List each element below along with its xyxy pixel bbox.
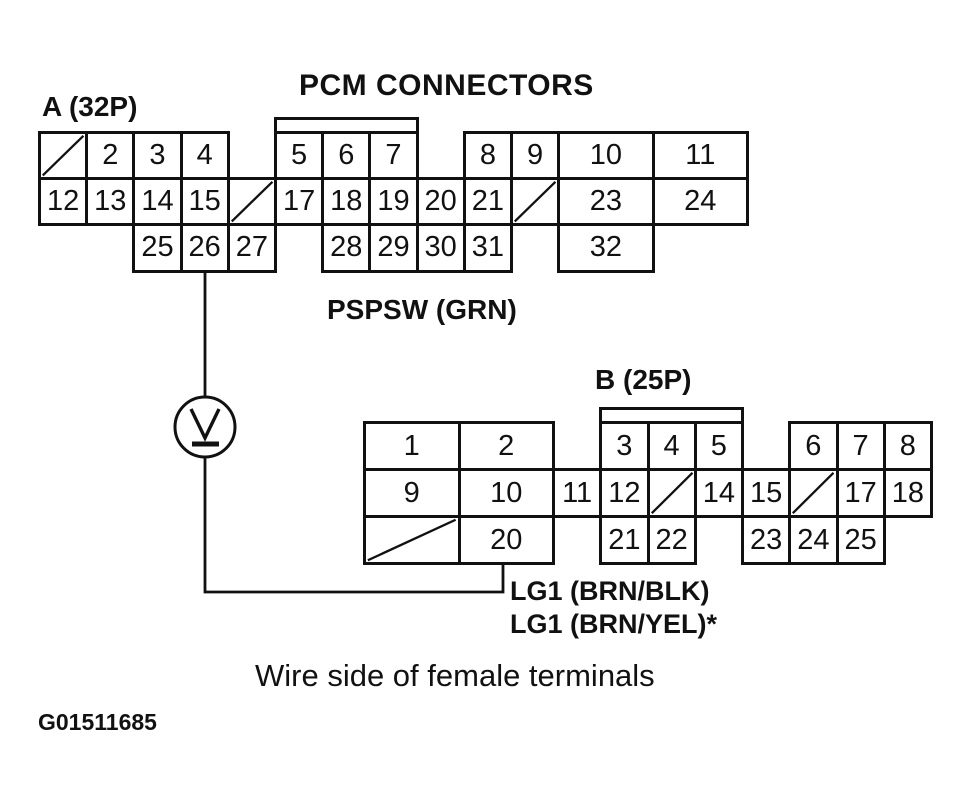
pin-cell-a-29: 29 [368, 223, 419, 273]
pin-cell-a-10: 10 [557, 131, 655, 181]
pin-cell-b-3: 3 [599, 421, 650, 471]
pin-cell-b-empty [363, 515, 461, 565]
pin-cell-b-15: 15 [741, 468, 792, 518]
pin-cell-b-4: 4 [646, 421, 697, 471]
pin-cell-b-2: 2 [457, 421, 555, 471]
pin-cell-b-18: 18 [882, 468, 933, 518]
connector-b-label: B (25P) [595, 364, 692, 395]
page-title: PCM CONNECTORS [299, 69, 594, 102]
pin-cell-b-empty [788, 468, 839, 518]
pin-cell-a-empty [38, 131, 89, 181]
signal-label-lg1-brn-yel: LG1 (BRN/YEL)* [510, 609, 718, 639]
pin-cell-a-6: 6 [321, 131, 372, 181]
figure-code: G01511685 [38, 709, 157, 735]
empty-pin-diagonal [367, 518, 457, 562]
signal-label-lg1-brn-blk: LG1 (BRN/BLK) [510, 576, 710, 606]
pin-cell-a-24: 24 [651, 177, 749, 227]
pin-cell-b-25: 25 [835, 515, 886, 565]
pin-cell-a-26: 26 [179, 223, 230, 273]
pin-cell-b-1: 1 [363, 421, 461, 471]
pin-cell-a-20: 20 [415, 177, 466, 227]
empty-pin-diagonal [650, 471, 693, 515]
pin-cell-b-8: 8 [882, 421, 933, 471]
pin-cell-a-13: 13 [85, 177, 136, 227]
empty-pin-diagonal [513, 181, 557, 223]
pin-cell-b-empty [646, 468, 697, 518]
connector-a-label: A (32P) [42, 91, 138, 122]
caption-wire-side: Wire side of female terminals [255, 658, 655, 693]
pin-cell-a-14: 14 [132, 177, 183, 227]
pin-cell-a-empty [510, 177, 561, 227]
pin-cell-a-11: 11 [651, 131, 749, 181]
pin-cell-b-24: 24 [788, 515, 839, 565]
voltmeter-v-icon [189, 408, 221, 442]
pin-cell-a-8: 8 [462, 131, 513, 181]
pin-cell-a-18: 18 [321, 177, 372, 227]
pin-cell-a-27: 27 [226, 223, 277, 273]
pin-cell-a-21: 21 [462, 177, 513, 227]
pin-cell-a-12: 12 [38, 177, 89, 227]
pin-cell-a-15: 15 [179, 177, 230, 227]
pin-cell-b-9: 9 [363, 468, 461, 518]
pin-cell-b-10: 10 [457, 468, 555, 518]
pin-cell-a-32: 32 [557, 223, 655, 273]
pin-cell-a-17: 17 [274, 177, 325, 227]
pin-cell-a-4: 4 [179, 131, 230, 181]
pin-cell-a-30: 30 [415, 223, 466, 273]
connector-b-lock-tab [599, 407, 744, 424]
pin-cell-b-11: 11 [552, 468, 603, 518]
signal-label-pspsw: PSPSW (GRN) [327, 294, 517, 325]
pin-cell-a-23: 23 [557, 177, 655, 227]
empty-pin-diagonal [230, 181, 274, 223]
pin-cell-a-9: 9 [510, 131, 561, 181]
empty-pin-diagonal [792, 471, 835, 515]
signal-label-lg1: LG1 (BRN/BLK) LG1 (BRN/YEL)* [510, 575, 717, 641]
pin-cell-a-5: 5 [274, 131, 325, 181]
pin-cell-b-20: 20 [457, 515, 555, 565]
pin-cell-b-5: 5 [693, 421, 744, 471]
voltmeter-circle [173, 395, 237, 459]
pin-cell-b-22: 22 [646, 515, 697, 565]
pin-cell-a-28: 28 [321, 223, 372, 273]
pin-cell-b-23: 23 [741, 515, 792, 565]
connector-a-lock-tab [274, 117, 419, 134]
pin-cell-a-19: 19 [368, 177, 419, 227]
pin-cell-a-7: 7 [368, 131, 419, 181]
empty-pin-diagonal [41, 134, 85, 177]
pin-cell-a-25: 25 [132, 223, 183, 273]
pin-cell-b-6: 6 [788, 421, 839, 471]
pin-cell-b-21: 21 [599, 515, 650, 565]
pin-cell-a-2: 2 [85, 131, 136, 181]
pin-cell-b-7: 7 [835, 421, 886, 471]
pin-cell-a-31: 31 [462, 223, 513, 273]
pin-cell-b-14: 14 [693, 468, 744, 518]
pin-cell-a-3: 3 [132, 131, 183, 181]
pin-cell-b-17: 17 [835, 468, 886, 518]
pin-cell-a-empty [226, 177, 277, 227]
pin-cell-b-12: 12 [599, 468, 650, 518]
